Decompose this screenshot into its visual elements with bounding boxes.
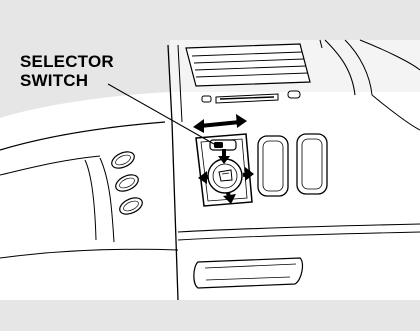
air-vent: [186, 44, 310, 86]
selector-switch-callout: SELECTOR SWITCH: [20, 52, 114, 90]
selector-knob-icon: [208, 159, 242, 193]
storage-pocket: [194, 258, 303, 288]
selector-switch: [210, 140, 236, 150]
callout-line-1: SELECTOR: [20, 52, 114, 71]
callout-line-2: SWITCH: [20, 71, 114, 90]
